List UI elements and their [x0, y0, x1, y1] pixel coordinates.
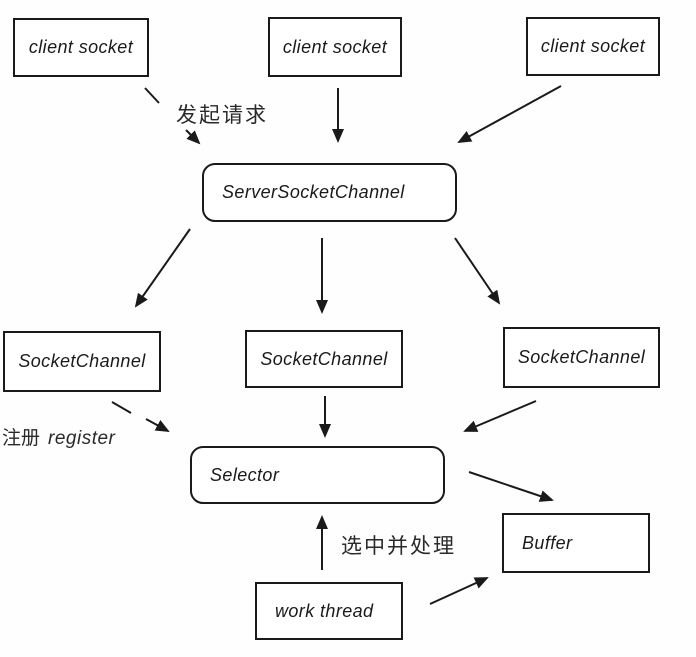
label-register-en: register — [48, 428, 116, 449]
node-server-socket-channel-label: ServerSocketChannel — [222, 182, 405, 202]
node-buffer-label: Buffer — [522, 532, 573, 553]
node-client-socket-3: client socket — [526, 17, 660, 76]
arrow-sc1-to-selector-seg2 — [145, 418, 170, 432]
label-register-zh: 注册 — [2, 428, 41, 449]
arrow-selector-to-buffer — [468, 471, 554, 502]
node-work-thread: work thread — [255, 582, 403, 640]
node-client-socket-2-label: client socket — [282, 36, 388, 57]
node-buffer: Buffer — [502, 513, 650, 573]
arrow-ssc-to-sc3 — [454, 237, 501, 305]
label-initiate-request: 发起请求 — [176, 104, 268, 127]
arrow-ssc-to-sc1 — [134, 228, 191, 308]
arrow-client1-to-ssc-seg1 — [144, 87, 160, 104]
arrow-client1-to-ssc-seg2 — [185, 129, 201, 145]
node-socket-channel-1: SocketChannel — [3, 331, 161, 392]
arrow-workthread-to-buffer — [429, 577, 489, 605]
node-selector-label: Selector — [210, 464, 280, 485]
arrow-client3-to-ssc — [457, 85, 562, 143]
node-socket-channel-2: SocketChannel — [245, 330, 403, 388]
node-socket-channel-3: SocketChannel — [503, 327, 660, 388]
node-work-thread-label: work thread — [275, 600, 374, 621]
arrow-sc3-to-selector — [463, 400, 537, 432]
node-client-socket-1-label: client socket — [28, 37, 134, 57]
node-client-socket-1: client socket — [13, 18, 149, 77]
node-selector: Selector — [190, 446, 445, 504]
node-socket-channel-1-label: SocketChannel — [18, 351, 146, 371]
arrow-sc1-to-selector-seg1 — [111, 401, 132, 414]
node-client-socket-2: client socket — [268, 17, 402, 77]
label-select-and-process: 选中并处理 — [341, 535, 456, 558]
node-socket-channel-2-label: SocketChannel — [260, 348, 388, 369]
label-register: 注册 register — [2, 423, 115, 450]
node-server-socket-channel: ServerSocketChannel — [202, 163, 457, 222]
node-client-socket-3-label: client socket — [540, 36, 646, 56]
node-socket-channel-3-label: SocketChannel — [517, 347, 646, 367]
